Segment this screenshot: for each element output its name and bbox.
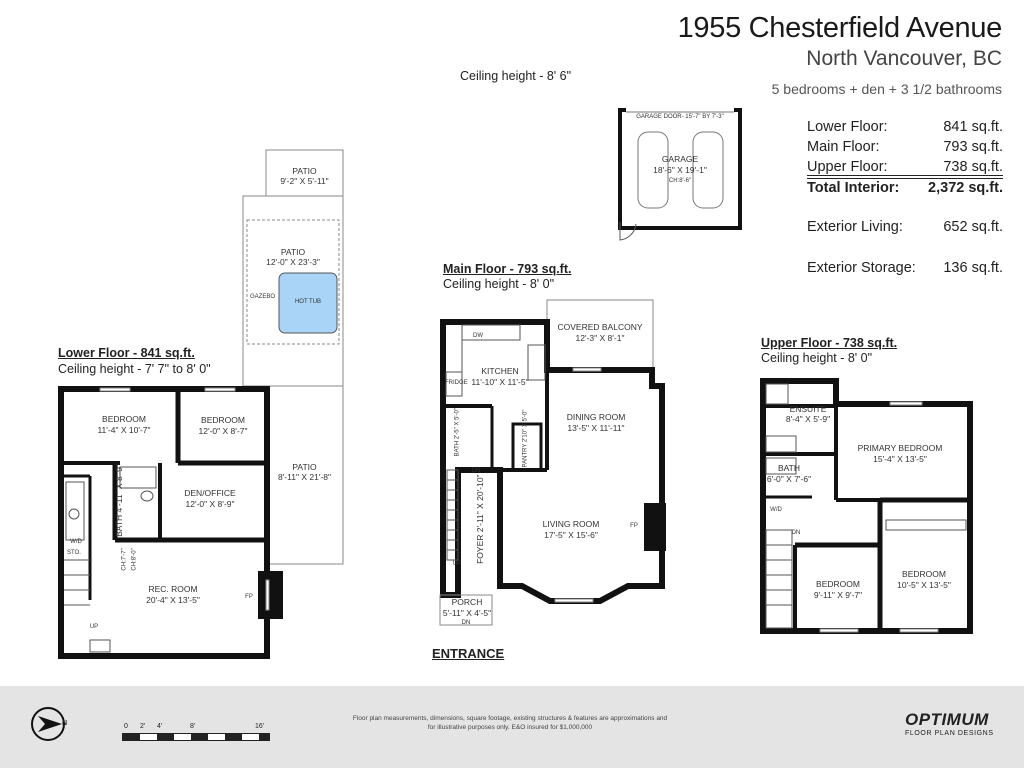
main-dining-dims: 13'-5" X 11'-11": [567, 423, 625, 433]
main-dining-name: DINING ROOM: [566, 412, 626, 422]
lower-rec-room-dims: 20'-4" X 13'-5": [146, 595, 200, 605]
main-fridge-label: FRIDGE: [445, 380, 468, 386]
lower-bath-label: BATH 4'-11" X 8'-9": [114, 464, 125, 537]
main-entrance-label: ENTRANCE: [432, 646, 505, 661]
garage-plan: [618, 108, 742, 241]
garage-ceiling-label: CH:8'-6": [668, 178, 692, 184]
floor-plan-drawing: [58, 108, 973, 659]
footer-bar: [0, 686, 1024, 768]
lower-floor-title: Lower Floor - 841 sq.ft.: [58, 346, 195, 360]
main-living-name: LIVING ROOM: [542, 519, 600, 529]
main-balcony-dims: 12'-3" X 8'-1": [575, 333, 625, 343]
stat-exterior-living: Exterior Living:652 sq.ft.: [807, 219, 1003, 235]
scale-label-2: 2': [140, 723, 146, 730]
scale-bar: [122, 733, 270, 741]
optimum-logo: OPTIMUM FLOOR PLAN DESIGNS: [905, 710, 994, 737]
stat-upper-floor: Upper Floor:738 sq.ft.: [807, 159, 1003, 176]
stat-total-interior: Total Interior:2,372 sq.ft.: [807, 178, 1003, 196]
stat-lower-floor: Lower Floor:841 sq.ft.: [807, 119, 1003, 135]
upper-floor-ceiling: Ceiling height - 8' 0": [761, 351, 873, 365]
lower-floor-plan: [58, 149, 344, 659]
upper-bath-name: BATH: [777, 463, 801, 473]
main-floor-title: Main Floor - 793 sq.ft.: [443, 262, 572, 276]
upper-washer-dryer-label: W/D: [770, 507, 782, 513]
upper-floor-title: Upper Floor - 738 sq.ft.: [761, 336, 898, 350]
main-bath-label: BATH 2'-5" X 5'-0": [454, 407, 461, 457]
property-address: 1955 Chesterfield Avenue: [677, 12, 1003, 44]
garage-door-label: GARAGE DOOR- 15'-7" BY 7'-3": [636, 114, 724, 120]
lower-den-dims: 12'-0" X 8'-9": [185, 499, 235, 509]
lower-ceiling-label-2: CH:8'-0": [131, 548, 138, 571]
lower-fireplace-label: FP: [245, 594, 253, 600]
scale-label-4: 4': [157, 723, 163, 730]
lower-den-name: DEN/OFFICE: [184, 488, 236, 498]
upper-primary-bedroom-name: PRIMARY BEDROOM: [857, 443, 943, 453]
scale-label-8: 8': [190, 723, 196, 730]
garage-room-name: GARAGE: [661, 154, 699, 164]
lower-bedroom-1-dims: 11'-4" X 10'-7": [97, 425, 151, 435]
scale-label-16: 16': [255, 723, 265, 730]
main-porch-dims: 5'-11" X 4'-5": [442, 608, 492, 618]
upper-floor-plan: [760, 378, 973, 634]
main-fireplace-label: FP: [630, 523, 638, 529]
main-porch-name: PORCH: [451, 597, 483, 607]
lower-patio-mid-name: PATIO: [280, 247, 306, 257]
scale-label-0: 0: [124, 723, 128, 730]
main-dishwasher-label: DW: [473, 333, 483, 339]
lower-bedroom-2-name: BEDROOM: [201, 415, 245, 425]
lower-bedroom-2-dims: 12'-0" X 8'-7": [198, 426, 248, 436]
property-summary: 5 bedrooms + den + 3 1/2 bathrooms: [771, 81, 1002, 97]
main-balcony-name: COVERED BALCONY: [557, 322, 643, 332]
lower-bedroom-1-name: BEDROOM: [102, 414, 146, 424]
main-stairs-up-label: UP: [452, 561, 462, 567]
main-living-dims: 17'-5" X 15'-6": [544, 530, 598, 540]
upper-ensuite-dims: 8'-4" X 5'-9": [785, 414, 831, 424]
gazebo-label: GAZEBO: [250, 294, 276, 300]
stat-exterior-storage: Exterior Storage:136 sq.ft.: [807, 260, 1003, 276]
lower-patio-mid-dims: 12'-0" X 23'-3": [266, 257, 320, 267]
main-floor-ceiling: Ceiling height - 8' 0": [443, 277, 555, 291]
stat-main-floor: Main Floor:793 sq.ft.: [807, 139, 1003, 155]
compass-icon: [31, 707, 65, 741]
upper-bedroom-2-dims: 10'-5" X 13'-5": [897, 580, 951, 590]
hot-tub-label: HOT TUB: [294, 299, 322, 305]
lower-floor-ceiling: Ceiling height - 7' 7" to 8' 0": [58, 362, 211, 376]
garage-ceiling-height: Ceiling height - 8' 6": [460, 69, 572, 83]
main-stairs-down-label: DN: [471, 468, 481, 474]
main-pantry-label: PANTRY 2'10" X 5'-0": [522, 409, 529, 468]
lower-stairs-up-label: UP: [89, 624, 99, 630]
upper-bath-dims: 6'-0" X 7'-6": [766, 474, 812, 484]
compass-north-label: N: [62, 720, 68, 727]
lower-storage-label: STO.: [67, 550, 81, 556]
upper-bedroom-1-name: BEDROOM: [816, 579, 860, 589]
upper-stairs-down-label: DN: [791, 530, 801, 536]
lower-rec-room-name: REC. ROOM: [148, 584, 198, 594]
upper-primary-bedroom-dims: 15'-4" X 13'-5": [873, 454, 927, 464]
upper-bedroom-1-dims: 9'-11" X 9'-7": [813, 590, 863, 600]
lower-patio-side-dims: 8'-11" X 21'-8": [277, 472, 332, 482]
upper-bedroom-2-name: BEDROOM: [902, 569, 946, 579]
lower-ceiling-label-1: CH:7'-7": [121, 548, 128, 571]
lower-patio-top-name: PATIO: [292, 166, 317, 176]
garage-room-dims: 18'-6" X 19'-1": [653, 165, 707, 175]
property-city: North Vancouver, BC: [806, 47, 1002, 70]
lower-washer-dryer-label: W/D: [70, 539, 82, 545]
main-kitchen-dims: 11'-10" X 11'-5": [471, 377, 529, 387]
upper-ensuite-name: ENSUITE: [789, 404, 827, 414]
main-kitchen-name: KITCHEN: [481, 366, 519, 376]
main-floor-plan: [439, 299, 666, 626]
lower-patio-top-dims: 9'-2" X 5'-11": [280, 176, 329, 186]
disclaimer-text: Floor plan measurements, dimensions, squ…: [352, 715, 668, 732]
main-foyer-label: FOYER 2'-11" X 20'-10": [475, 474, 486, 564]
lower-patio-side-name: PATIO: [292, 462, 317, 472]
main-porch-down-label: DN: [461, 620, 471, 626]
